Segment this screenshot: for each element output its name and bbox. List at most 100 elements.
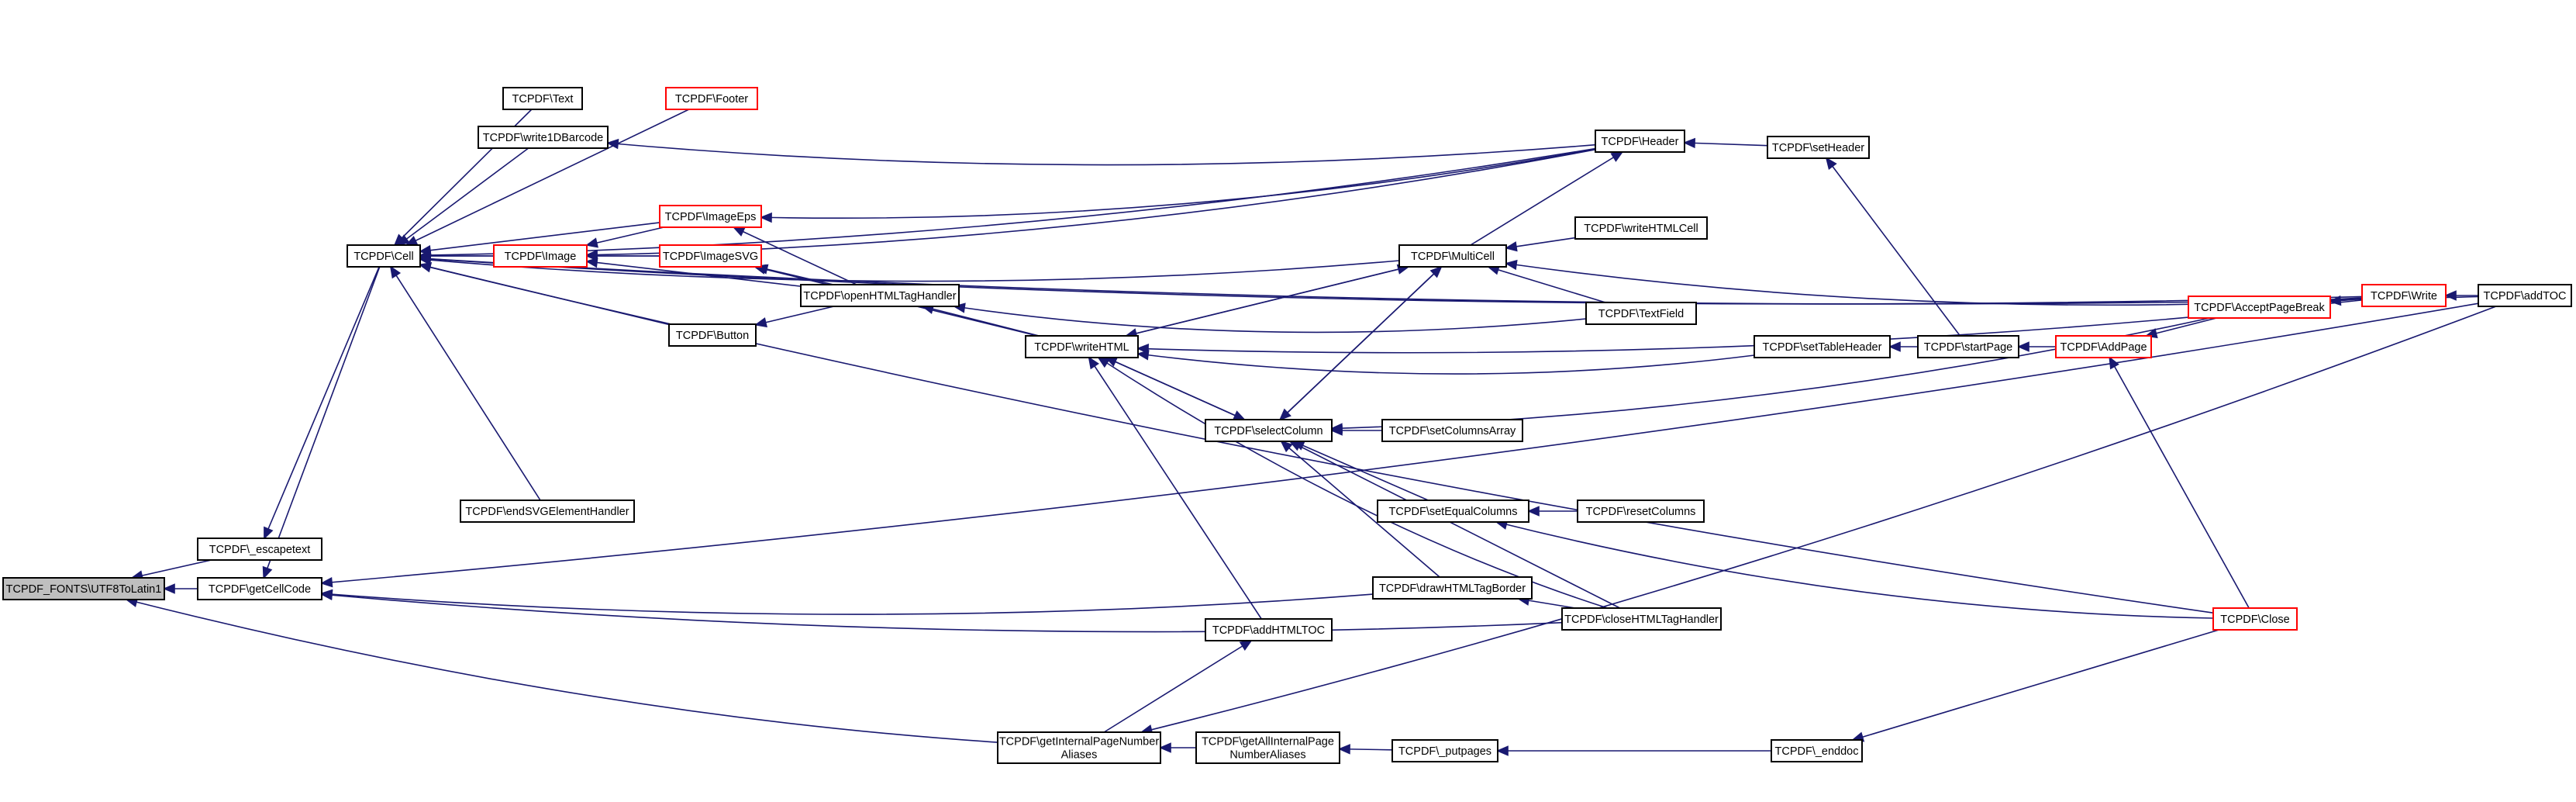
node-label: TCPDF\Write <box>2371 290 2437 302</box>
node-footer[interactable]: TCPDF\Footer <box>665 87 758 110</box>
call-edge <box>321 593 1374 615</box>
node-image[interactable]: TCPDF\Image <box>493 244 588 268</box>
node-box <box>665 87 758 110</box>
node-box <box>997 731 1161 764</box>
node-button[interactable]: TCPDF\Button <box>668 323 757 347</box>
node-label: TCPDF\selectColumn <box>1214 425 1322 437</box>
node-putpages[interactable]: TCPDF\_putpages <box>1391 739 1498 762</box>
node-addtoc[interactable]: TCPDF\addTOC <box>2478 284 2572 307</box>
node-box <box>197 577 322 600</box>
call-edge <box>1105 357 1245 420</box>
node-escapetext[interactable]: TCPDF\_escapetext <box>197 538 322 561</box>
call-edge <box>1126 266 1409 337</box>
node-text[interactable]: TCPDF\Text <box>502 87 583 110</box>
node-writehtml[interactable]: TCPDF\writeHTML <box>1025 335 1139 358</box>
node-box <box>1377 500 1529 523</box>
node-textfield[interactable]: TCPDF\TextField <box>1585 302 1697 325</box>
node-getcellcode[interactable]: TCPDF\getCellCode <box>197 577 322 600</box>
call-edge <box>1137 299 2363 354</box>
node-label: TCPDF\Text <box>512 93 574 105</box>
node-label: TCPDF\Header <box>1602 136 1679 148</box>
node-closehtml[interactable]: TCPDF\closeHTMLTagHandler <box>1561 607 1722 631</box>
edge-arrowhead <box>585 237 598 248</box>
node-root[interactable]: TCPDF_FONTS\UTF8ToLatin1 <box>2 577 165 600</box>
node-setequal[interactable]: TCPDF\setEqualColumns <box>1377 500 1529 523</box>
node-addpage[interactable]: TCPDF\AddPage <box>2055 335 2152 358</box>
edge-arrowhead <box>2328 295 2342 306</box>
node-label: TCPDF\startPage <box>1924 341 2012 354</box>
node-openhtml[interactable]: TCPDF\openHTMLTagHandler <box>800 284 960 307</box>
node-label: TCPDF\AddPage <box>2060 341 2147 354</box>
node-setheader[interactable]: TCPDF\setHeader <box>1767 136 1870 159</box>
node-close[interactable]: TCPDF\Close <box>2212 607 2298 631</box>
node-label: TCPDF\MultiCell <box>1411 251 1495 263</box>
node-imagesvg[interactable]: TCPDF\ImageSVG <box>659 244 762 268</box>
call-edge <box>1684 142 1768 147</box>
node-selectcol[interactable]: TCPDF\selectColumn <box>1205 419 1333 442</box>
call-edge <box>1289 441 1621 609</box>
node-header[interactable]: TCPDF\Header <box>1595 130 1685 153</box>
edge-arrowhead <box>1682 137 1696 149</box>
node-label: TCPDF\_enddoc <box>1775 745 1859 758</box>
edge-arrowhead <box>585 249 598 261</box>
node-box <box>659 205 762 228</box>
call-edge <box>419 258 1400 282</box>
node-addhtmltoc[interactable]: TCPDF\addHTMLTOC <box>1205 618 1333 641</box>
edge-arrowhead <box>1239 639 1253 651</box>
node-box <box>1372 576 1533 600</box>
edge-arrowhead <box>1825 157 1837 171</box>
call-edge <box>263 266 381 579</box>
node-box <box>1595 130 1685 153</box>
node-endsvg[interactable]: TCPDF\endSVGElementHandler <box>460 500 635 523</box>
node-write[interactable]: TCPDF\Write <box>2361 284 2447 307</box>
call-edge <box>1496 521 2214 619</box>
edge-arrowhead <box>1232 410 1247 420</box>
node-setcolarr[interactable]: TCPDF\setColumnsArray <box>1381 419 1523 442</box>
node-label: TCPDF\endSVGElementHandler <box>465 506 629 518</box>
node-label: TCPDF\addTOC <box>2484 290 2567 302</box>
call-edge <box>1826 157 1961 337</box>
node-box <box>2212 607 2298 631</box>
node-label: TCPDF\_putpages <box>1398 745 1491 758</box>
call-edge <box>1852 629 2219 741</box>
edge-arrowhead <box>2443 290 2457 301</box>
call-edge <box>398 147 529 246</box>
call-edge <box>321 593 1563 633</box>
edge-arrowhead <box>264 526 274 540</box>
edge-arrowhead <box>2016 341 2029 352</box>
node-settableheader[interactable]: TCPDF\setTableHeader <box>1754 335 1891 358</box>
node-imageeps[interactable]: TCPDF\ImageEps <box>659 205 762 228</box>
edge-arrowhead <box>1329 423 1343 434</box>
edge-arrowhead <box>1504 259 1518 271</box>
node-label: TCPDF\AcceptPageBreak <box>2194 302 2325 314</box>
node-startpage[interactable]: TCPDF\startPage <box>1917 335 2019 358</box>
edge-arrowhead <box>1088 356 1099 370</box>
node-box <box>2055 335 2152 358</box>
node-box <box>1025 335 1139 358</box>
node-box <box>478 126 609 149</box>
call-edge <box>2109 357 2250 609</box>
node-writehtmlcell[interactable]: TCPDF\writeHTMLCell <box>1574 216 1708 240</box>
node-drawborder[interactable]: TCPDF\drawHTMLTagBorder <box>1372 576 1533 600</box>
node-acceptpb[interactable]: TCPDF\AcceptPageBreak <box>2188 296 2331 319</box>
edge-arrowhead <box>1337 744 1350 755</box>
node-box <box>347 244 421 268</box>
node-label: TCPDF\ImageEps <box>665 211 757 223</box>
node-resetcol[interactable]: TCPDF\resetColumns <box>1577 500 1705 523</box>
node-box <box>1585 302 1697 325</box>
node-multicell[interactable]: TCPDF\MultiCell <box>1398 244 1507 268</box>
node-cell[interactable]: TCPDF\Cell <box>347 244 421 268</box>
node-box <box>2478 284 2572 307</box>
node-label: TCPDF\getInternalPageNumber <box>999 736 1159 748</box>
node-label: TCPDF\openHTMLTagHandler <box>803 290 956 302</box>
call-edge <box>419 258 2479 305</box>
node-box <box>1561 607 1722 631</box>
node-enddoc[interactable]: TCPDF\_enddoc <box>1771 739 1863 762</box>
node-box <box>2 577 165 600</box>
edge-arrowhead <box>732 226 746 237</box>
node-label: Aliases <box>1061 749 1098 762</box>
call-edge <box>1279 266 1442 420</box>
node-write1d[interactable]: TCPDF\write1DBarcode <box>478 126 609 149</box>
